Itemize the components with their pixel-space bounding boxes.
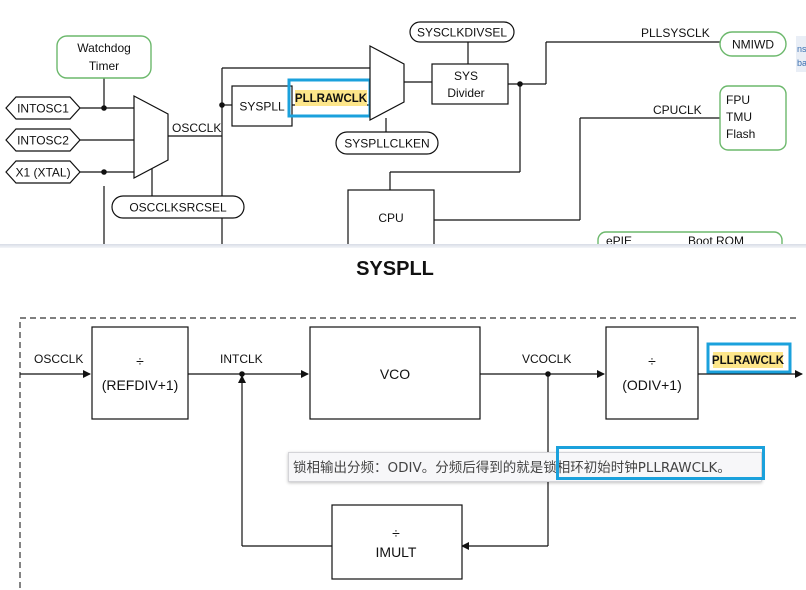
syspllclken-box <box>335 131 439 155</box>
vco-box <box>309 326 481 420</box>
pllrawclk-output-label: PLLRAWCLK <box>712 355 785 367</box>
imult-label: IMULT <box>376 544 417 560</box>
oscclk-label: OSCCLK <box>172 121 221 135</box>
oscclk-mux <box>133 95 169 179</box>
cpuclk-label: CPUCLK <box>653 103 702 117</box>
flash-label: Flash <box>726 127 755 141</box>
fpu-label: FPU <box>726 93 750 107</box>
pllrawclk-output-callout <box>706 342 792 374</box>
intclk-label: INTCLK <box>220 352 263 366</box>
imult-box <box>331 504 463 580</box>
odiv-divide-icon: ÷ <box>648 353 656 369</box>
sys-divider-label-line1: SYS <box>454 69 478 83</box>
watchdog-label-line1: Watchdog <box>77 41 131 55</box>
intosc2-terminal <box>5 128 81 152</box>
refdiv-divide-icon: ÷ <box>136 353 144 369</box>
pllsysclk-label: PLLSYSCLK <box>641 26 710 40</box>
refdiv-box <box>91 326 189 420</box>
section-title: SYSPLL <box>356 258 434 280</box>
pll-mux <box>369 45 405 121</box>
sys-divider-label-line2: Divider <box>447 86 484 100</box>
oscclksrcsel-label: OSCCLKSRCSEL <box>129 201 227 215</box>
odiv-box <box>605 326 699 420</box>
syspll-box <box>231 85 293 127</box>
syspll-block-diagram: OSCCLK ÷ (REFDIV+1) INTCLK VCO VCOCLK ÷ … <box>19 317 803 588</box>
intosc2-label: INTOSC2 <box>17 134 69 148</box>
image-separator <box>0 244 806 248</box>
tmu-label: TMU <box>726 110 752 124</box>
vco-label: VCO <box>380 366 410 382</box>
side-panel-text1: ns <box>797 44 806 54</box>
cpu-label: CPU <box>378 211 403 225</box>
watchdog-label-line2: Timer <box>89 59 119 73</box>
pllrawclk-output-highlight <box>713 352 783 368</box>
odiv-label: (ODIV+1) <box>622 377 682 393</box>
pllrawclk-top-label: PLLRAWCLK <box>295 93 368 105</box>
cpu-box <box>347 189 435 251</box>
watchdog-timer-box <box>56 35 152 79</box>
pllrawclk-highlight <box>295 90 367 106</box>
sysclkdivsel-box <box>409 21 515 43</box>
syspll-dashed-border <box>19 317 800 588</box>
oscclksrcsel-box <box>111 195 245 219</box>
sys-divider-box <box>431 63 509 105</box>
nmiwd-box <box>719 31 787 57</box>
syspll-label: SYSPLL <box>239 100 285 114</box>
oscclk-input-label: OSCCLK <box>34 352 83 366</box>
clock-tree-svg: Watchdog Timer INTOSC1 INTOSC2 X1 (XTAL)… <box>5 21 806 257</box>
clock-tree-diagram: Watchdog Timer INTOSC1 INTOSC2 X1 (XTAL)… <box>0 0 806 257</box>
x1-xtal-label: X1 (XTAL) <box>15 166 70 180</box>
side-panel-text2: ba <box>797 58 806 68</box>
vcoclk-label: VCOCLK <box>522 352 571 366</box>
fpu-tmu-flash-box <box>719 85 787 151</box>
refdiv-label: (REFDIV+1) <box>102 377 179 393</box>
syspllclken-label: SYSPLLCLKEN <box>344 137 429 151</box>
intosc1-terminal <box>5 96 81 120</box>
side-panel-edge <box>796 36 806 72</box>
sysclkdivsel-label: SYSCLKDIVSEL <box>417 26 507 40</box>
annotation-tooltip: 锁相输出分频：ODIV。分频后得到的就是锁相环初始时钟PLLRAWCLK。 <box>288 452 762 482</box>
x1-xtal-terminal <box>5 160 81 184</box>
nmiwd-label: NMIWD <box>732 38 774 52</box>
intosc1-label: INTOSC1 <box>17 102 69 116</box>
imult-divide-icon: ÷ <box>392 525 400 541</box>
